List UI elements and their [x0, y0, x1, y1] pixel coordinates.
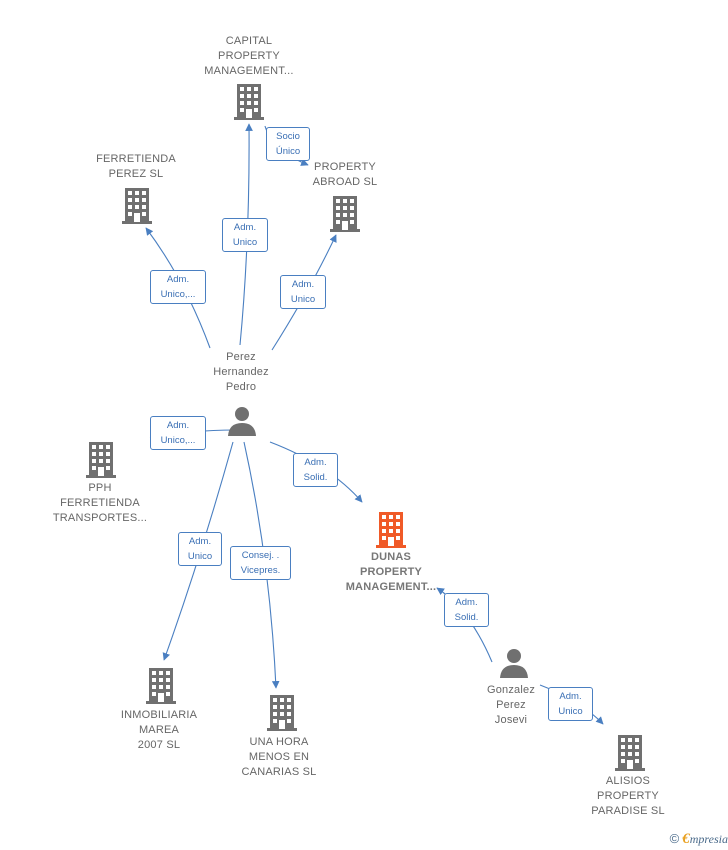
edge-label-adm-unico-ferretienda[interactable]: Adm. Unico,...	[150, 270, 206, 304]
company-label: FERRETIENDA PEREZ SL	[96, 153, 176, 180]
company-label: ALISIOS PROPERTY PARADISE SL	[591, 775, 665, 817]
company-label: UNA HORA MENOS EN CANARIAS SL	[241, 736, 317, 778]
empresia-watermark: © €mpresia	[670, 831, 728, 848]
edge-label-adm-unico-pph[interactable]: Adm. Unico,...	[150, 416, 206, 450]
edge-label-socio-unico[interactable]: Socio Único	[266, 127, 310, 161]
edge-label-adm-solid-dunas[interactable]: Adm. Solid.	[293, 453, 338, 487]
company-label: CAPITAL PROPERTY MANAGEMENT...	[204, 35, 294, 77]
company-alisios-property-paradise[interactable]: ALISIOS PROPERTY PARADISE SL	[572, 735, 684, 825]
person-label: Gonzalez Perez Josevi	[486, 684, 536, 726]
edge-label-adm-unico-capital[interactable]: Adm. Unico	[222, 218, 268, 252]
company-label: DUNAS PROPERTY MANAGEMENT...	[345, 551, 437, 593]
brand-name: mpresia	[689, 832, 728, 846]
company-ferretienda-perez[interactable]: FERRETIENDA PEREZ SL	[76, 152, 196, 224]
edge-label-adm-unico-inmobiliaria[interactable]: Adm. Unico	[178, 532, 222, 566]
building-icon	[86, 442, 116, 478]
building-icon	[234, 84, 264, 120]
building-icon	[615, 735, 645, 771]
edge-label-adm-solid-gonzalez[interactable]: Adm. Solid.	[444, 593, 489, 627]
copyright-symbol: ©	[669, 831, 680, 846]
company-label: INMOBILIARIA MAREA 2007 SL	[120, 709, 198, 751]
person-icon	[228, 407, 256, 436]
brand-initial: €	[682, 831, 690, 847]
company-pph-ferretienda-transportes[interactable]: PPH FERRETIENDA TRANSPORTES...	[40, 440, 160, 530]
building-icon	[122, 188, 152, 224]
building-icon	[376, 512, 406, 548]
edge-label-adm-unico-alisios[interactable]: Adm. Unico	[548, 687, 593, 721]
edge-label-adm-unico-abroad[interactable]: Adm. Unico	[280, 275, 326, 309]
company-capital-property-management[interactable]: CAPITAL PROPERTY MANAGEMENT...	[186, 34, 312, 124]
company-label: PROPERTY ABROAD SL	[312, 161, 378, 188]
company-property-abroad[interactable]: PROPERTY ABROAD SL	[290, 160, 400, 232]
building-icon	[146, 668, 176, 704]
person-icon	[500, 649, 528, 678]
company-inmobiliaria-marea[interactable]: INMOBILIARIA MAREA 2007 SL	[104, 668, 214, 758]
person-label: Perez Hernandez Pedro	[213, 351, 269, 393]
edge-label-consej-vicepres[interactable]: Consej. . Vicepres.	[230, 546, 291, 580]
person-perez-hernandez-pedro[interactable]: Perez Hernandez Pedro	[196, 350, 286, 440]
company-label: PPH FERRETIENDA TRANSPORTES...	[52, 482, 148, 524]
person-gonzalez-perez-josevi[interactable]: Gonzalez Perez Josevi	[468, 648, 554, 732]
company-dunas-property-management[interactable]: DUNAS PROPERTY MANAGEMENT...	[326, 510, 456, 600]
building-icon	[330, 196, 360, 232]
building-icon	[267, 695, 297, 731]
company-una-hora-menos-en-canarias[interactable]: UNA HORA MENOS EN CANARIAS SL	[224, 695, 334, 785]
